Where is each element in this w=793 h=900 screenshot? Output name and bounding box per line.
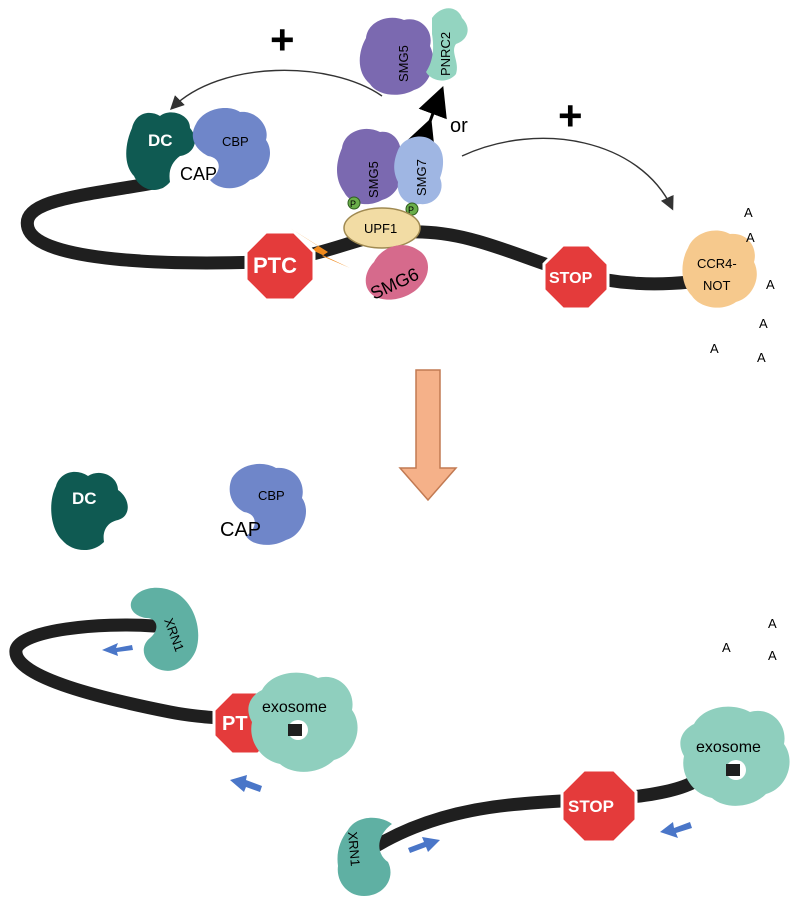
poly-a-top-3: A — [766, 277, 775, 292]
smg5-label-a: SMG5 — [396, 45, 411, 82]
arrow-to-deadenylation — [461, 137, 674, 211]
ccr4-not-label-2: NOT — [703, 278, 731, 293]
poly-a-bottom-1: A — [768, 616, 777, 631]
cap-label-top: CAP — [180, 164, 217, 184]
phospho-label-2: P — [408, 205, 414, 215]
smg5-protein-a — [359, 17, 434, 95]
poly-a-bottom-3: A — [768, 648, 777, 663]
upf1-label: UPF1 — [364, 221, 397, 236]
smg5-label-b: SMG5 — [366, 161, 381, 198]
phospho-smg5 — [347, 196, 361, 210]
exosome-label-a: exosome — [262, 699, 327, 716]
poly-a-top-5: A — [710, 341, 719, 356]
smg5-protein-b — [337, 128, 402, 205]
stop-label-bottom: STOP — [568, 797, 614, 816]
smg7-label: SMG7 — [414, 159, 429, 196]
dc-label-top: DC — [148, 131, 173, 150]
cbp-label-top: CBP — [222, 134, 249, 149]
xrn1-protein-a — [130, 587, 199, 671]
ccr4-not-label-1: CCR4- — [697, 256, 737, 271]
stop-label-top: STOP — [549, 270, 593, 287]
exosome-label-b: exosome — [696, 739, 761, 756]
ptc-label-bottom: PT — [222, 713, 248, 735]
mrna-fragment-3prime — [369, 771, 707, 853]
flow-arrow-3 — [408, 837, 440, 853]
dc-protein-top — [126, 112, 195, 190]
exosome-rna-b — [726, 764, 740, 776]
xrn1-protein-b — [337, 817, 392, 896]
exosome-protein-b — [680, 706, 790, 806]
ptc-sign-top — [244, 230, 316, 302]
poly-a-top-6: A — [757, 350, 766, 365]
poly-a-bottom-2: A — [722, 640, 731, 655]
poly-a-top-1: A — [744, 205, 753, 220]
cbp-protein-bottom — [229, 463, 307, 545]
stop-sign-top — [542, 243, 610, 311]
arrow-to-decapping — [170, 69, 383, 110]
poly-a-top-4: A — [759, 316, 768, 331]
smg7-protein — [394, 136, 444, 205]
plus-left: + — [270, 16, 295, 63]
mrna-fragment-5prime — [9, 618, 267, 729]
flow-arrow-2 — [230, 775, 262, 792]
exosome-rna-a — [288, 724, 302, 736]
cbp-label-bottom: CBP — [258, 488, 285, 503]
pnrc2-label: PNRC2 — [438, 32, 453, 76]
cbp-protein-top — [192, 108, 271, 189]
cleavage-lightning-icon — [290, 228, 350, 268]
flow-arrow-4 — [660, 822, 692, 838]
stop-sign-bottom — [560, 768, 638, 844]
upf1-protein — [343, 207, 421, 249]
smg6-protein — [365, 245, 428, 300]
cap-label-bottom: CAP — [220, 519, 261, 541]
transition-down-arrow — [398, 369, 458, 502]
pnrc2-protein — [426, 8, 468, 81]
or-label: or — [450, 115, 468, 137]
ptc-label-top: PTC — [253, 253, 297, 278]
phospho-label-1: P — [350, 199, 356, 209]
plus-right: + — [558, 92, 583, 139]
poly-a-top-2: A — [746, 230, 755, 245]
exchange-double-arrow — [406, 85, 447, 152]
dc-label-bottom: DC — [72, 489, 97, 508]
flow-arrow-1 — [102, 643, 133, 656]
ccr4-not-protein — [682, 230, 757, 308]
dc-protein-bottom — [51, 471, 128, 551]
xrn1-label-b: XRN1 — [345, 831, 363, 867]
